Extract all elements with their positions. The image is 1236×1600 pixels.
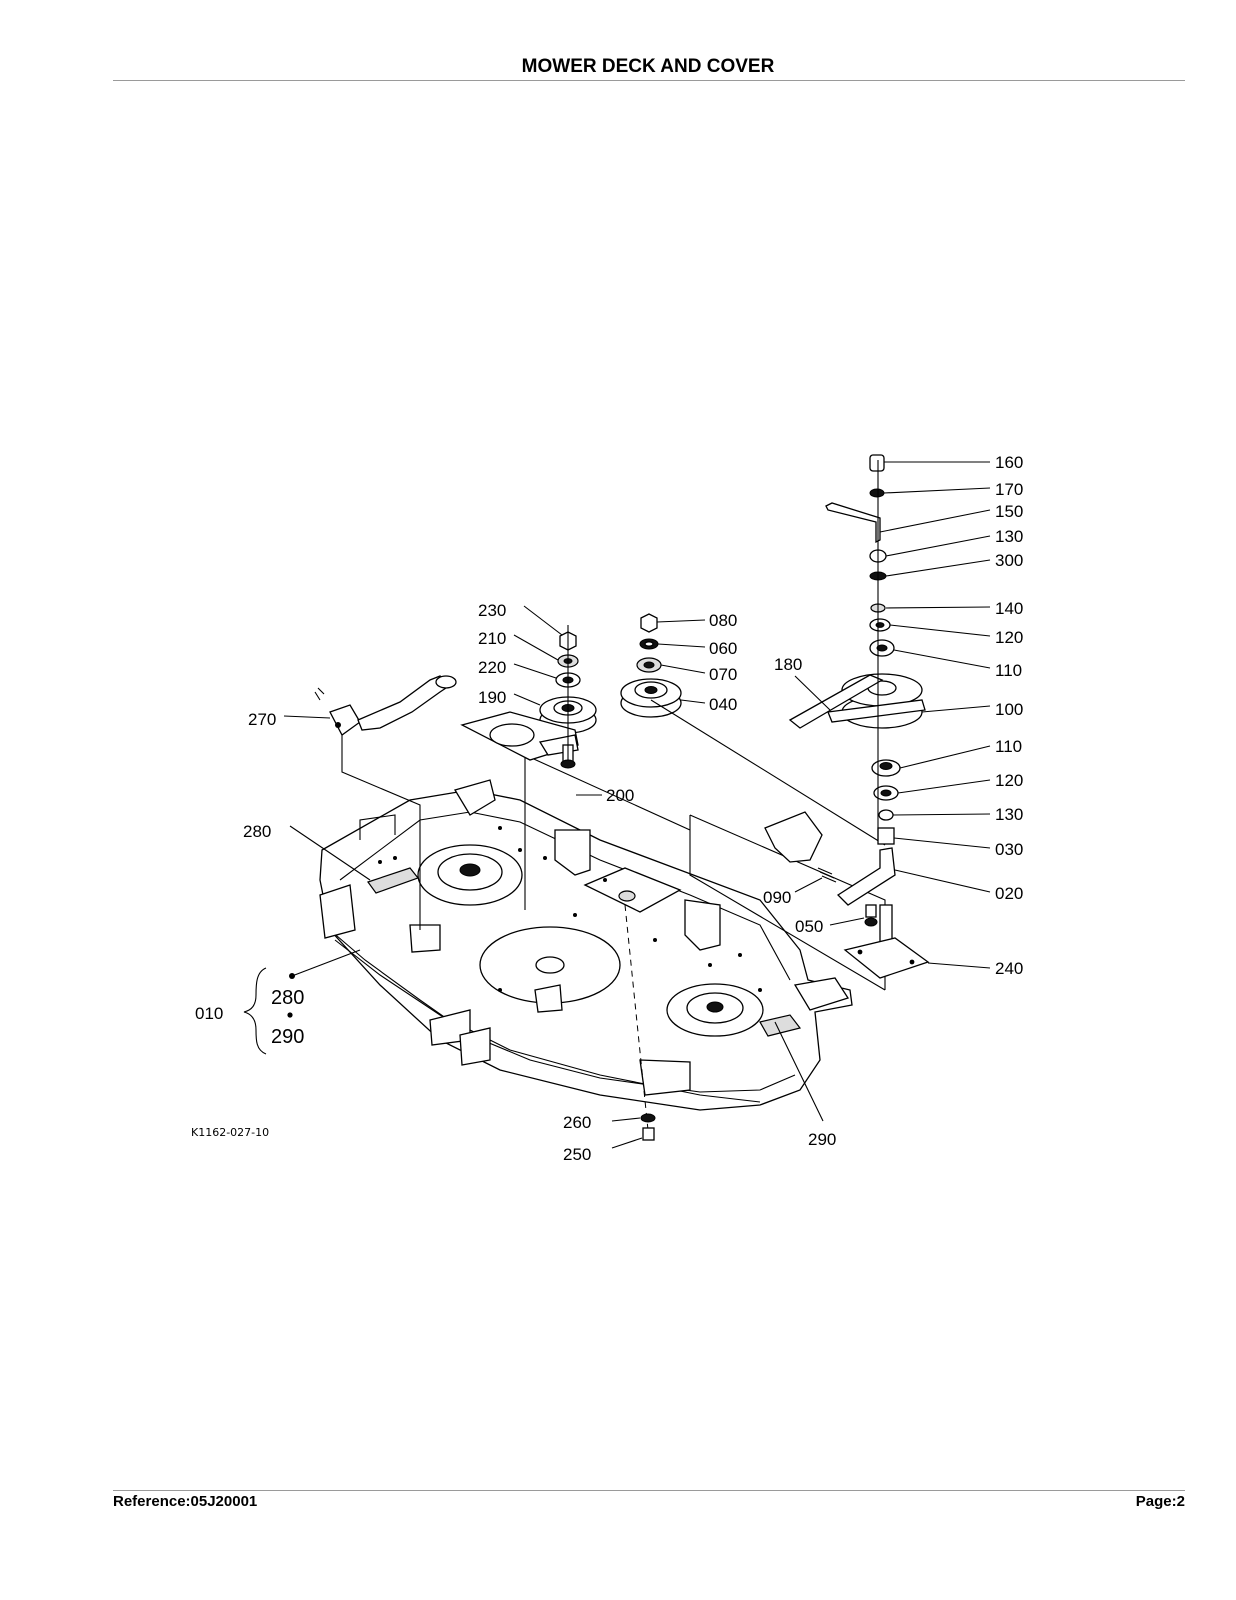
- callout-200: 200: [606, 786, 634, 805]
- callout-180: 180: [774, 655, 802, 674]
- callout-210: 210: [478, 629, 506, 648]
- callout-290-sub: 290: [271, 1026, 304, 1048]
- callout-100: 100: [995, 700, 1023, 719]
- leader-lines: [243, 461, 991, 1149]
- callout-290: 290: [808, 1130, 836, 1149]
- callout-080: 080: [709, 611, 737, 630]
- left-pulley-assembly: [460, 625, 597, 769]
- callout-130-lower: 130: [995, 805, 1023, 824]
- callout-190: 190: [478, 688, 506, 707]
- callout-010: 010: [195, 1004, 223, 1023]
- callout-120: 120: [995, 628, 1023, 647]
- callout-140: 140: [995, 599, 1023, 618]
- lever-assembly: [314, 675, 457, 930]
- page-number: Page:2: [1135, 1493, 1185, 1510]
- figure-code: K1162-027-10: [191, 1126, 269, 1139]
- page-title: MOWER DECK AND COVER: [521, 56, 775, 77]
- callout-040: 040: [709, 695, 737, 714]
- callout-150: 150: [995, 502, 1023, 521]
- callout-230: 230: [478, 601, 506, 620]
- callout-060: 060: [709, 639, 737, 658]
- callout-110: 110: [995, 661, 1022, 680]
- tension-arm-assembly: [764, 454, 930, 979]
- callout-250: 250: [563, 1145, 591, 1164]
- callout-240: 240: [995, 959, 1023, 978]
- header-divider: [113, 80, 1185, 81]
- reference-number: Reference:05J20001: [113, 1493, 258, 1510]
- center-pulley-assembly: [620, 613, 886, 846]
- callout-030: 030: [995, 840, 1023, 859]
- callout-280: 280: [243, 822, 271, 841]
- mower-deck: [319, 779, 853, 1131]
- callout-090: 090: [763, 888, 791, 907]
- callout-270: 270: [248, 710, 276, 729]
- callout-130: 130: [995, 527, 1023, 546]
- callout-260: 260: [563, 1113, 591, 1132]
- callout-050: 050: [795, 917, 823, 936]
- callout-280-sub: 280: [271, 987, 304, 1009]
- callout-220: 220: [478, 658, 506, 677]
- callout-020: 020: [995, 884, 1023, 903]
- callout-labels: 160 170 150 130 300 140 120 110 100 110 …: [191, 453, 1023, 1164]
- footer-divider: [113, 1490, 1185, 1491]
- callout-120-lower: 120: [995, 771, 1023, 790]
- callout-300: 300: [995, 551, 1023, 570]
- callout-160: 160: [995, 453, 1023, 472]
- callout-110-lower: 110: [995, 737, 1022, 756]
- callout-070: 070: [709, 665, 737, 684]
- callout-170: 170: [995, 480, 1023, 499]
